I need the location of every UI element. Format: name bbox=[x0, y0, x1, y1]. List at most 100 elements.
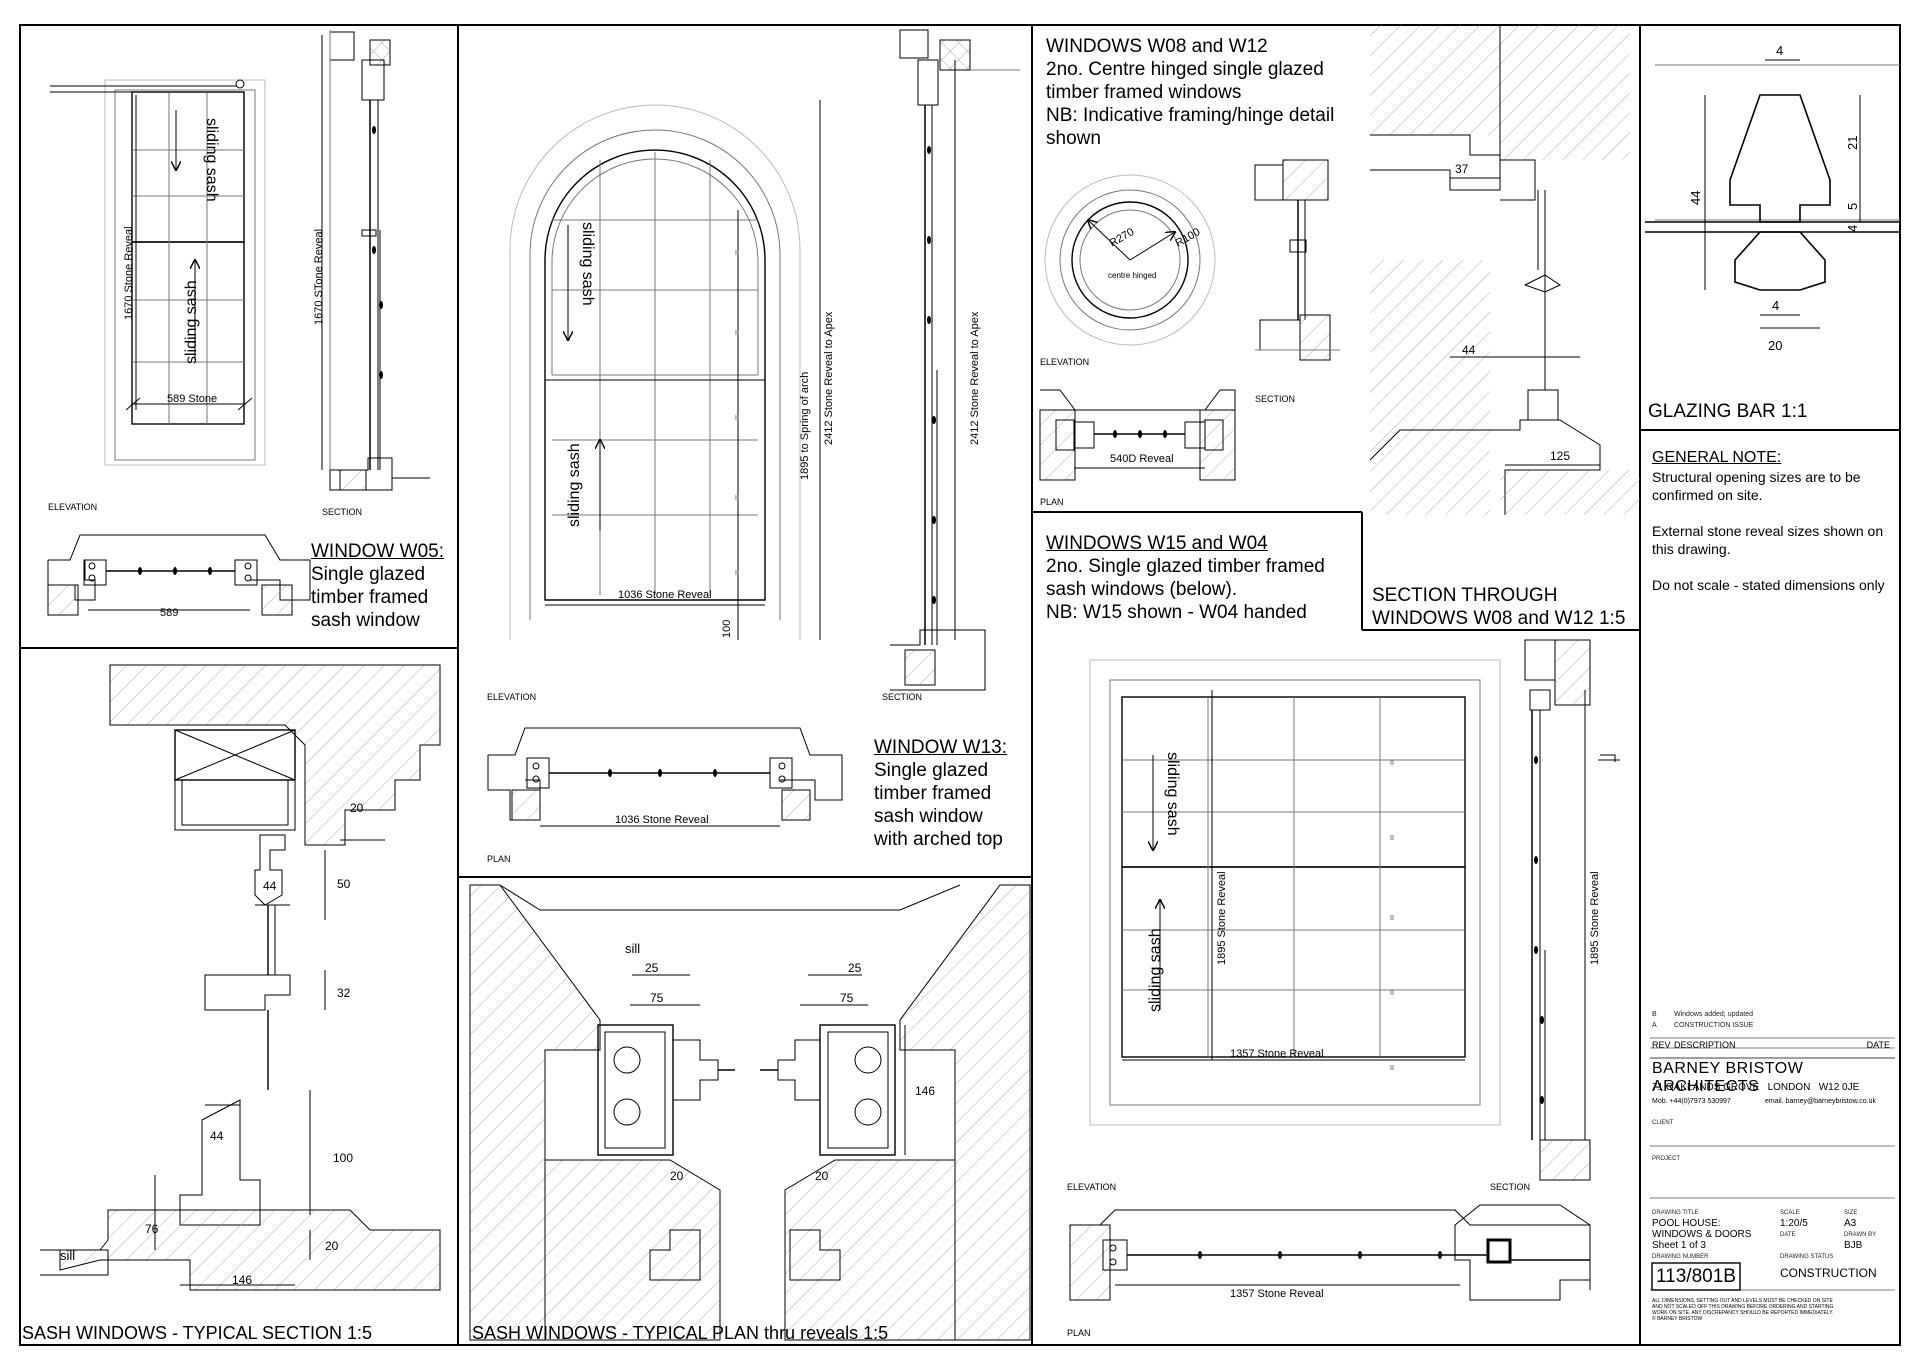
w15-title-block: WINDOWS W15 and W04 2no. Single glazed t… bbox=[1046, 532, 1356, 624]
w15-dim-plan: 1357 Stone Reveal bbox=[1230, 1288, 1324, 1300]
w08-section-title-0: SECTION THROUGH bbox=[1372, 585, 1558, 606]
scale-label: SCALE bbox=[1780, 1210, 1800, 1216]
general-note-line-1: External stone reveal sizes shown on thi… bbox=[1652, 523, 1884, 557]
w08-line-1: timber framed windows bbox=[1046, 82, 1242, 103]
svg-text:II: II bbox=[735, 330, 739, 337]
sash-section-dim-2: 50 bbox=[337, 877, 351, 891]
svg-text:II: II bbox=[1390, 835, 1394, 842]
sash-section-dim-0: 20 bbox=[350, 801, 364, 815]
revision-desc-0: Windows added; updated bbox=[1674, 1011, 1753, 1018]
sash-section-sill: sill bbox=[60, 1248, 75, 1263]
sash-plan-dim-4: 146 bbox=[915, 1084, 935, 1098]
w05-sash-label-upper: sliding sash bbox=[203, 118, 220, 202]
glazing-dim-6: 20 bbox=[1768, 338, 1782, 353]
revision-row: A CONSTRUCTION ISSUE bbox=[1652, 1022, 1892, 1029]
w13-dim-plan: 1036 Stone Reveal bbox=[615, 814, 709, 826]
firm-name: BARNEY BRISTOW ARCHITECTS bbox=[1652, 1060, 1804, 1095]
w08-section-title-1: WINDOWS W08 and W12 1:5 bbox=[1372, 608, 1626, 629]
w08-line-2: NB: Indicative framing/hinge detail bbox=[1046, 105, 1335, 126]
w08-sect-dim-1: 44 bbox=[1462, 343, 1476, 357]
w13-title: WINDOW W13: bbox=[874, 737, 1007, 758]
w08-dim-plan: 540D Reveal bbox=[1110, 453, 1174, 465]
revision-header: REV DESCRIPTION DATE bbox=[1652, 1040, 1892, 1050]
w05-desc-0: Single glazed bbox=[311, 564, 426, 585]
w13-plan: 1036 Stone Reveal PLAN bbox=[487, 727, 843, 864]
w08-plan: 540D Reveal PLAN bbox=[1039, 389, 1236, 507]
w08-elevation: R270 R100 centre hinged ELEVATION bbox=[1040, 174, 1216, 367]
w15-dim-width: 1357 Stone Reveal bbox=[1230, 1048, 1324, 1060]
sash-plan-dim-0: 25 bbox=[645, 961, 659, 975]
sash-section-title: SASH WINDOWS - TYPICAL SECTION 1:5 bbox=[22, 1323, 373, 1343]
sash-section-dim-8: 146 bbox=[232, 1273, 252, 1287]
w08-section-title: SECTION THROUGH WINDOWS W08 and W12 1:5 bbox=[1372, 584, 1637, 630]
w13-plan-label: PLAN bbox=[487, 854, 511, 864]
disclaimer: ALL DIMENSIONS, SETTING OUT AND LEVELS M… bbox=[1652, 1298, 1833, 1322]
revision-rev-0: B bbox=[1652, 1011, 1657, 1018]
sash-plan-sill: sill bbox=[625, 941, 640, 956]
w15-line-0: 2no. Single glazed timber framed bbox=[1046, 556, 1325, 577]
w13-desc-0: Single glazed bbox=[874, 760, 989, 781]
w05-elevation-label: ELEVATION bbox=[48, 502, 97, 512]
drawing-title: POOL HOUSE: WINDOWS & DOORS Sheet 1 of 3 bbox=[1652, 1218, 1751, 1251]
w13-desc-1: timber framed bbox=[874, 783, 992, 804]
size-label: SIZE bbox=[1844, 1210, 1858, 1216]
general-note-title: GENERAL NOTE: bbox=[1652, 449, 1782, 466]
sash-plan-title: SASH WINDOWS - TYPICAL PLAN thru reveals… bbox=[472, 1323, 889, 1343]
w15-line-2: NB: W15 shown - W04 handed bbox=[1046, 602, 1307, 623]
glazing-title: GLAZING BAR 1:1 bbox=[1648, 401, 1808, 422]
sash-plan-dim-1: 75 bbox=[650, 991, 664, 1005]
col-date: DATE bbox=[1866, 1040, 1890, 1050]
general-note-line-0: Structural opening sizes are to be confi… bbox=[1652, 469, 1861, 503]
project-label: PROJECT bbox=[1652, 1156, 1681, 1162]
w05-title: WINDOW W05: bbox=[311, 541, 444, 562]
scale-value: 1:20/5 bbox=[1780, 1218, 1808, 1229]
sash-plan-dim-5: 20 bbox=[670, 1169, 684, 1183]
w13-sash-label-lower: sliding sash bbox=[566, 443, 583, 527]
w15-sash-label-upper: sliding sash bbox=[1164, 752, 1181, 836]
sash-section-dim-4: 44 bbox=[210, 1129, 224, 1143]
w05-plan: 589 bbox=[47, 534, 311, 619]
disclaimer-0: ALL DIMENSIONS, SETTING OUT AND LEVELS M… bbox=[1652, 1298, 1833, 1304]
w05-desc-1: timber framed bbox=[311, 587, 429, 608]
w05-sash-label-lower: sliding sash bbox=[183, 280, 200, 364]
w08-r-inner: R100 bbox=[1174, 226, 1203, 250]
revision-desc-1: CONSTRUCTION ISSUE bbox=[1674, 1022, 1754, 1029]
sash-section-dim-3: 32 bbox=[337, 986, 351, 1000]
w13-dim-sill: 100 bbox=[721, 620, 733, 638]
disclaimer-1: AND NOT SCALED OFF THIS DRAWING BEFORE O… bbox=[1652, 1304, 1834, 1310]
w05-desc-2: sash window bbox=[311, 610, 420, 631]
disclaimer-3: © BARNEY BRISTOW bbox=[1652, 1316, 1703, 1322]
drawn-label: DRAWN BY bbox=[1844, 1232, 1877, 1238]
svg-text:II: II bbox=[735, 250, 739, 257]
revision-row: B Windows added; updated bbox=[1652, 1011, 1892, 1018]
sash-plan-dim-3: 75 bbox=[840, 991, 854, 1005]
col-desc: DESCRIPTION bbox=[1674, 1040, 1736, 1050]
glazing-dim-2: 44 bbox=[1688, 191, 1703, 205]
w08-section-label: SECTION bbox=[1255, 394, 1295, 404]
glazing-dim-1: 21 bbox=[1845, 136, 1860, 150]
w13-elevation: sliding sash sliding sash 1036 Stone Rev… bbox=[487, 100, 835, 702]
drawing-title-2: Sheet 1 of 3 bbox=[1652, 1240, 1706, 1251]
glazing-dim-4: 4 bbox=[1845, 225, 1860, 232]
drawing-title-label: DRAWING TITLE bbox=[1652, 1210, 1699, 1216]
w15-sash-label-lower: sliding sash bbox=[1147, 928, 1164, 1012]
w13-desc-2: sash window bbox=[874, 806, 983, 827]
w15-title: WINDOWS W15 and W04 bbox=[1046, 533, 1268, 554]
sash-typical-plan: 25 75 25 75 146 20 20 sill bbox=[469, 884, 1031, 1341]
w05-dim-height: 1670 Stone Reveal bbox=[123, 226, 135, 320]
sash-section-dim-5: 100 bbox=[333, 1151, 353, 1165]
w08-r-outer: R270 bbox=[1108, 226, 1137, 250]
glazing-dim-5: 4 bbox=[1772, 298, 1779, 313]
w05-elevation: sliding sash sliding sash 1670 Stone Rev… bbox=[48, 79, 266, 512]
sash-section-dim-7: 20 bbox=[325, 1239, 339, 1253]
w13-dim-apex-section: 2412 Stone Reveal to Apex bbox=[969, 311, 981, 445]
svg-text:II: II bbox=[1390, 760, 1394, 767]
title-block: B Windows added; updated A CONSTRUCTION … bbox=[1650, 1008, 1895, 1338]
glazing-dim-0: 4 bbox=[1776, 43, 1783, 58]
w15-line-1: sash windows (below). bbox=[1046, 579, 1238, 600]
svg-text:II: II bbox=[1390, 1065, 1394, 1072]
w13-dim-apex: 2412 Stone Reveal to Apex bbox=[823, 311, 835, 445]
w13-sash-label-upper: sliding sash bbox=[579, 222, 596, 306]
title-block-lines bbox=[1650, 1037, 1895, 1291]
